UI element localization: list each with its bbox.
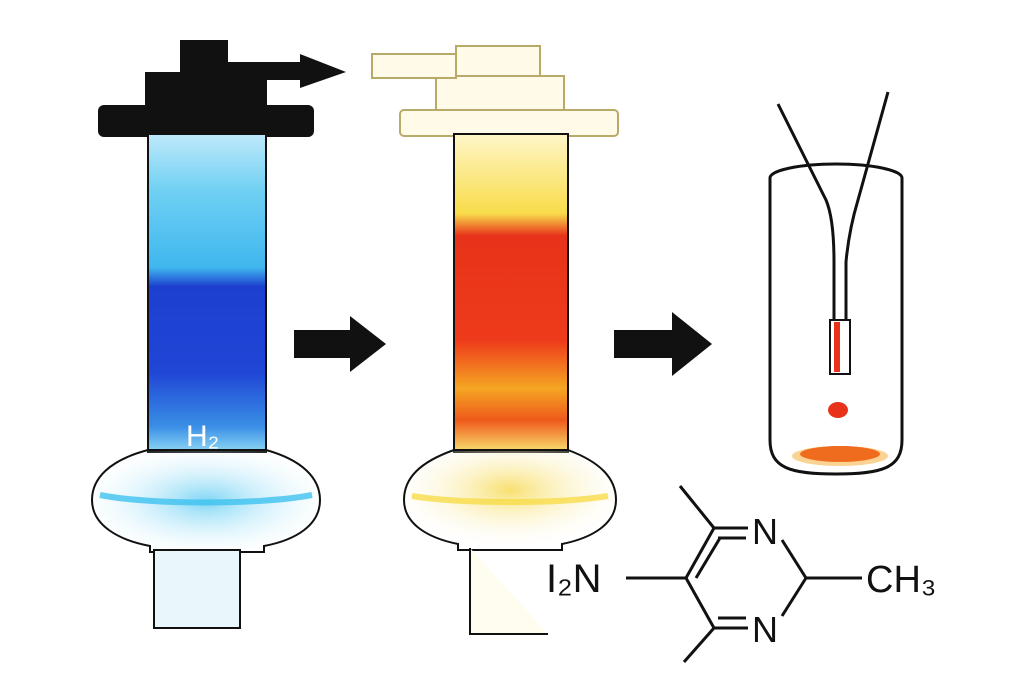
red-column-apparatus	[371, 45, 619, 635]
blue-column-apparatus: H₂	[90, 40, 346, 629]
red-column-tube	[454, 134, 568, 452]
electrode-wire-left	[776, 103, 836, 320]
electrode-wire-right	[844, 91, 890, 320]
faded-stopper-middle	[435, 75, 565, 113]
ring-nitrogen-top: N	[752, 511, 778, 552]
methyl-label: CH₃	[866, 559, 936, 601]
faded-stopper-flange	[399, 109, 619, 137]
process-arrow-1	[294, 316, 386, 372]
process-arrow-2	[614, 312, 712, 376]
red-column-stem	[469, 548, 548, 635]
ring-nitrogen-bottom: N	[752, 609, 778, 650]
amine-label: I₂N	[546, 557, 602, 601]
black-stopper-flange	[98, 105, 314, 137]
blue-column-stem	[153, 549, 241, 629]
black-stopper-top	[180, 40, 228, 76]
gas-label: H₂	[186, 420, 219, 453]
test-tube	[768, 91, 904, 476]
pyrimidine-structure	[626, 485, 862, 663]
red-droplet	[828, 402, 848, 418]
gas-outlet-arrow	[228, 54, 346, 88]
faded-stopper-top	[455, 45, 541, 77]
blue-column-tube	[148, 134, 266, 452]
faded-outlet-arrow	[371, 53, 457, 79]
